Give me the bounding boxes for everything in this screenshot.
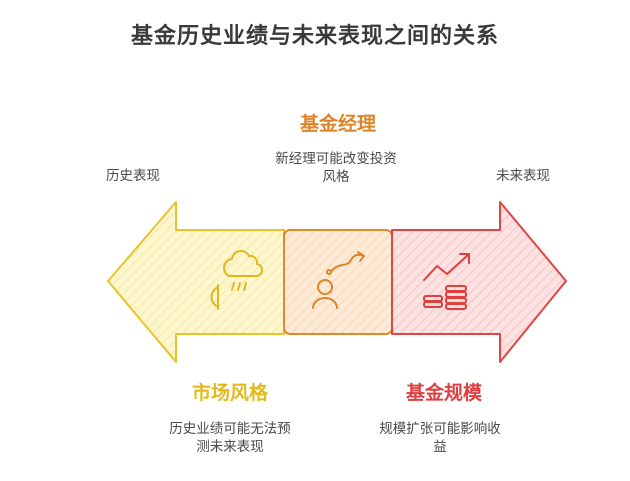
fund-size-description-line: 规模扩张可能影响收 bbox=[379, 421, 501, 437]
middle-block-shape bbox=[283, 229, 393, 335]
left-end-label: 历史表现 bbox=[106, 168, 160, 184]
market-style-heading: 市场风格 bbox=[191, 382, 268, 404]
fund-size-description: 规模扩张可能影响收 益 bbox=[350, 420, 530, 456]
fund-manager-description: 新经理可能改变投资 风格 bbox=[246, 150, 426, 186]
growth-coins-icon bbox=[423, 253, 470, 310]
market-style-description-line: 历史业绩可能无法预 bbox=[169, 421, 291, 437]
fund-manager-description-line: 风格 bbox=[322, 169, 350, 185]
right-arrow-shape bbox=[391, 201, 567, 363]
fund-size-description-line: 益 bbox=[433, 439, 447, 455]
fund-size-heading: 基金规模 bbox=[405, 382, 482, 404]
diagram-title: 基金历史业绩与未来表现之间的关系 bbox=[130, 24, 499, 49]
market-style-description-line: 测未来表现 bbox=[196, 439, 264, 455]
fund-manager-heading: 基金经理 bbox=[299, 113, 376, 135]
manager-path-icon bbox=[312, 251, 365, 309]
left-arrow-shape bbox=[107, 201, 285, 363]
right-end-label: 未来表现 bbox=[496, 168, 550, 184]
market-style-description: 历史业绩可能无法预 测未来表现 bbox=[140, 420, 320, 456]
fund-manager-description-line: 新经理可能改变投资 bbox=[275, 151, 397, 167]
weather-rain-icon bbox=[210, 250, 264, 310]
